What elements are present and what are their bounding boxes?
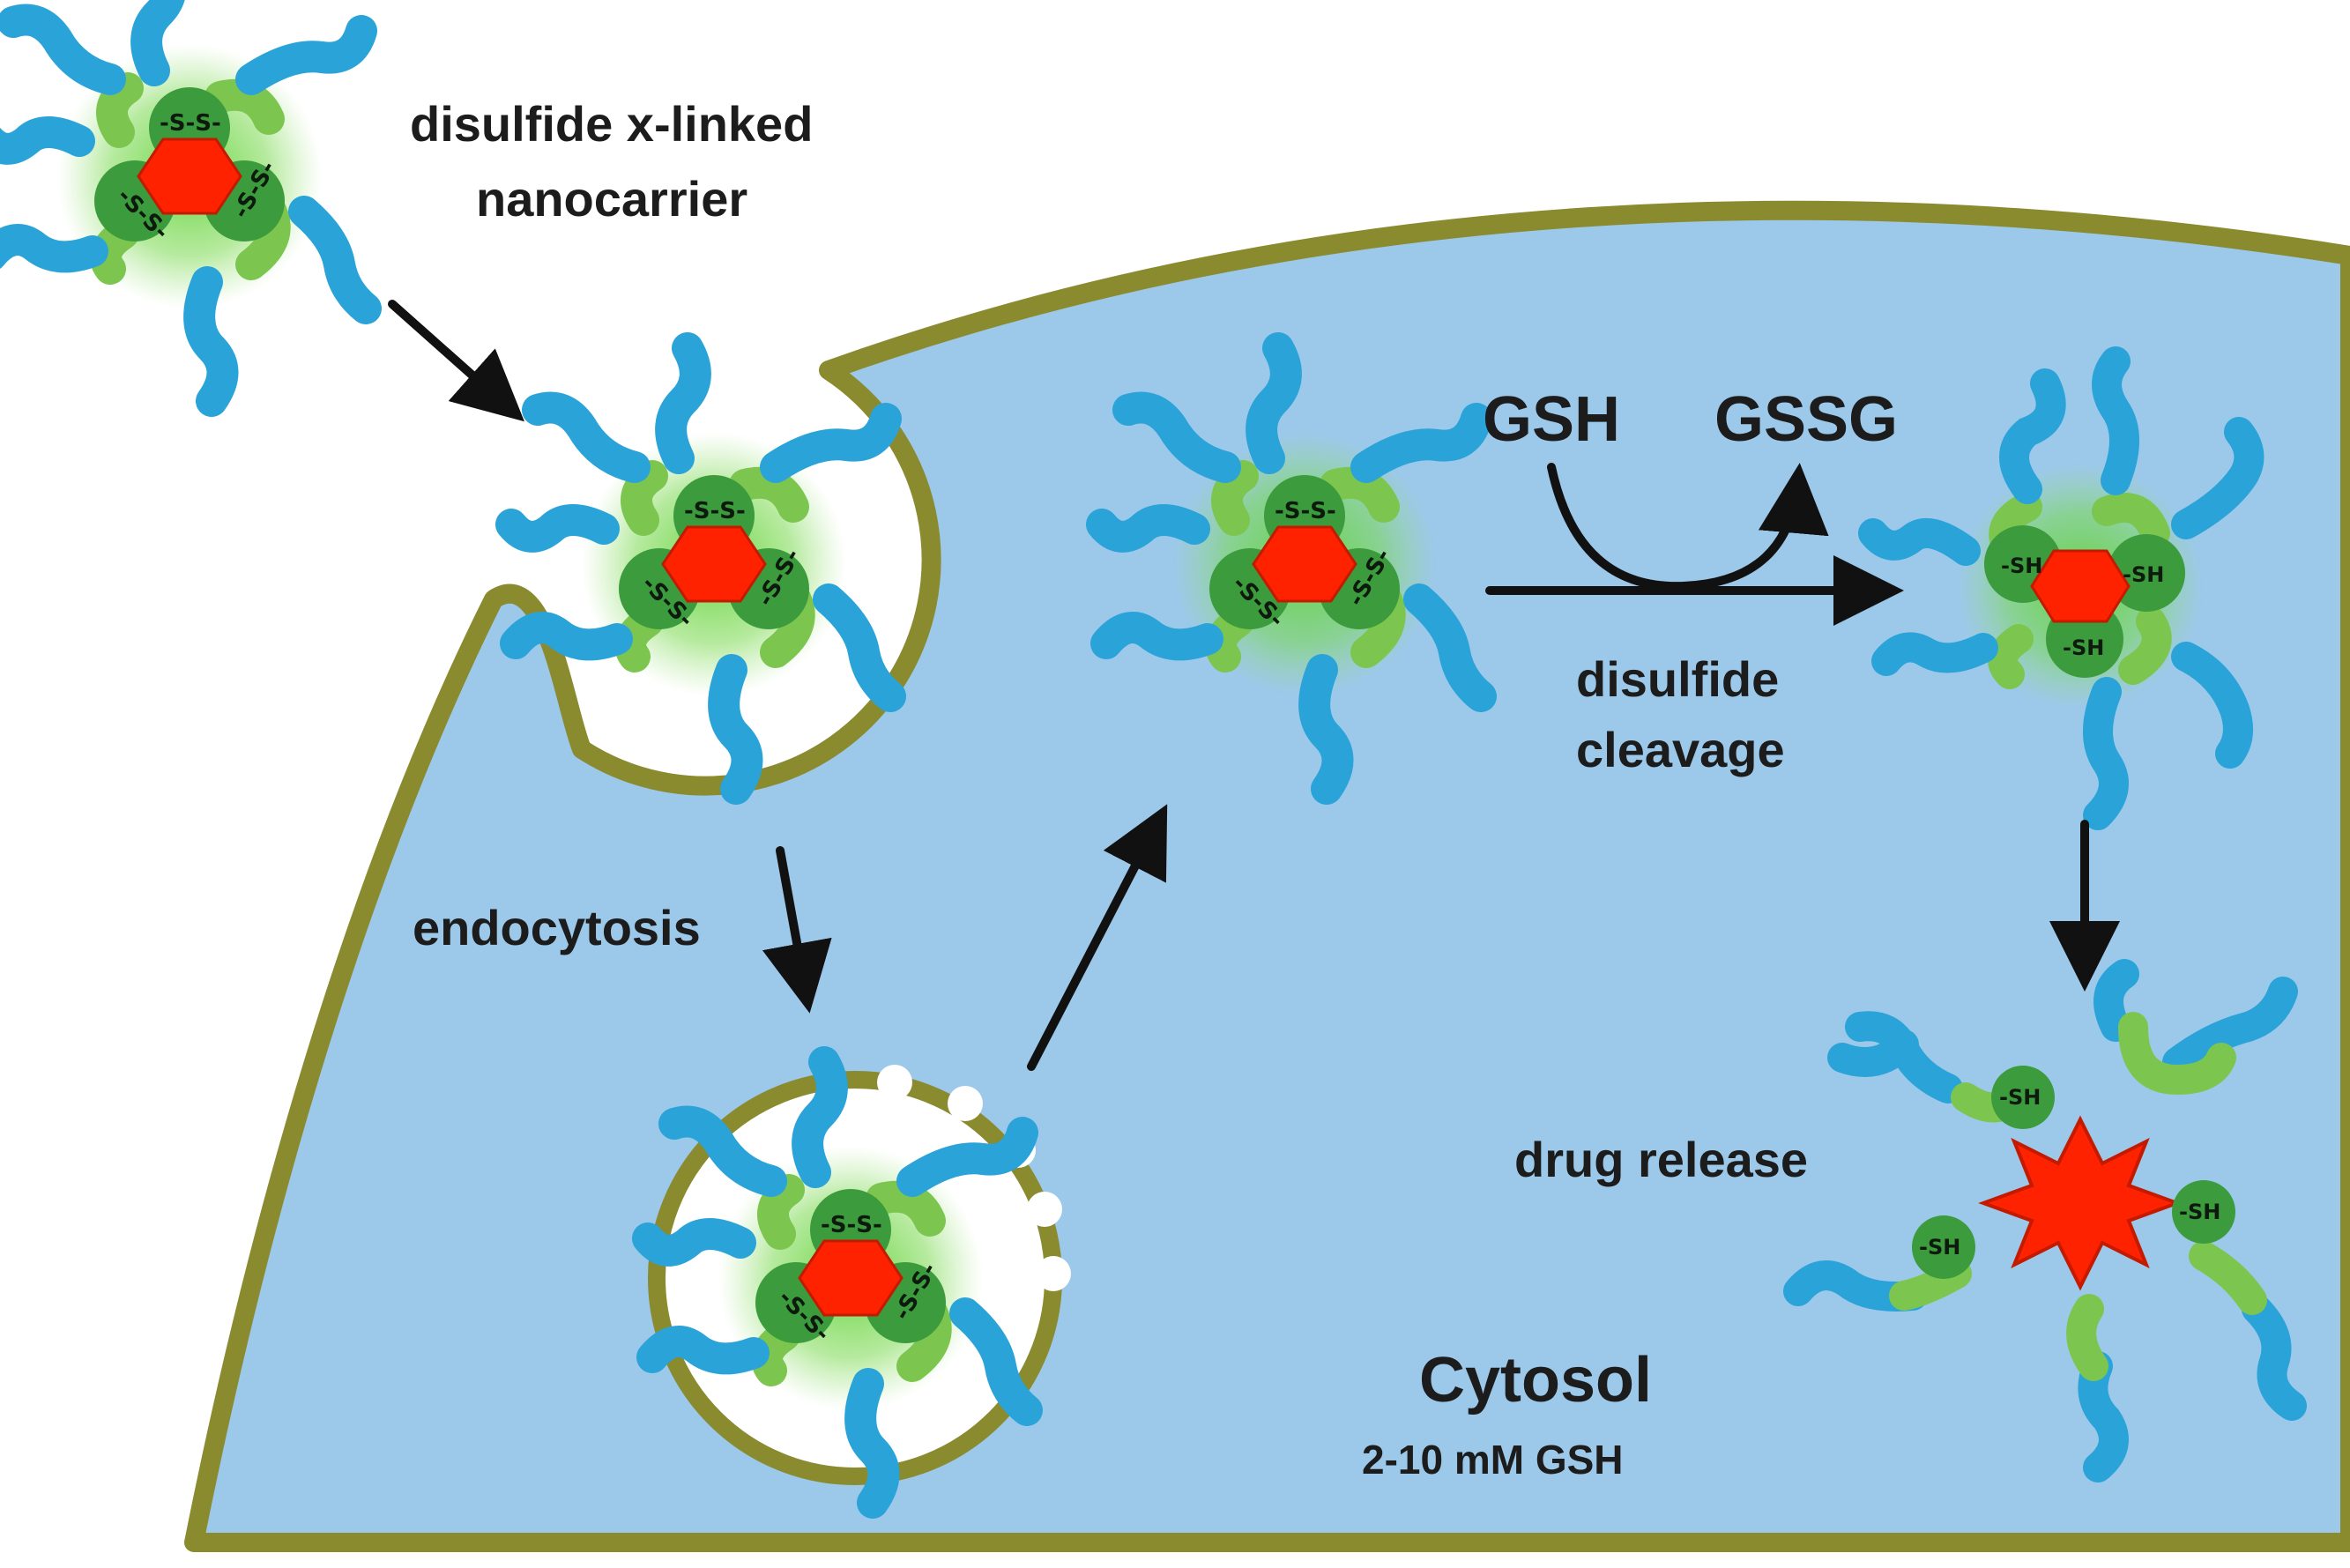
gsh-label: GSH [1483,384,1620,455]
arrow-approach [388,300,524,422]
arrow-endosomal-escape [1027,804,1168,1071]
process-arrows [388,300,2120,1071]
nanocarrier-label-line2: nanocarrier [476,171,747,227]
drug-release-fragments: -SH -SH -SH [1783,959,2307,1483]
thiol-label: -SH [2123,562,2164,587]
released-drug-starburst [1978,1115,2183,1291]
thiol-label: -SH [2179,1200,2220,1224]
nanocarrier-label-line1: disulfide x-linked [410,96,813,152]
arrow-gsh-to-gssg [1547,463,1829,591]
cleavage-label-line2: cleavage [1576,722,1785,777]
thiol-label: -SH [1999,1085,2041,1110]
cytosol-concentration-label: 2-10 mM GSH [1362,1437,1624,1483]
nanocarrier-outside [0,0,366,401]
cytosol-label: Cytosol [1419,1345,1652,1416]
gssg-label: GSSG [1714,384,1898,455]
thiol-label: -SH [2063,635,2104,660]
endocytosis-label: endocytosis [413,900,701,955]
drug-release-label: drug release [1514,1132,1808,1187]
thiol-label: -SH [2001,554,2042,578]
arrow-endocytosis [762,846,832,1014]
cleavage-label-line1: disulfide [1576,651,1779,707]
thiol-label: -SH [1919,1235,1960,1260]
nanocarrier-cleaved: -SH -SH -SH [1858,346,2264,830]
